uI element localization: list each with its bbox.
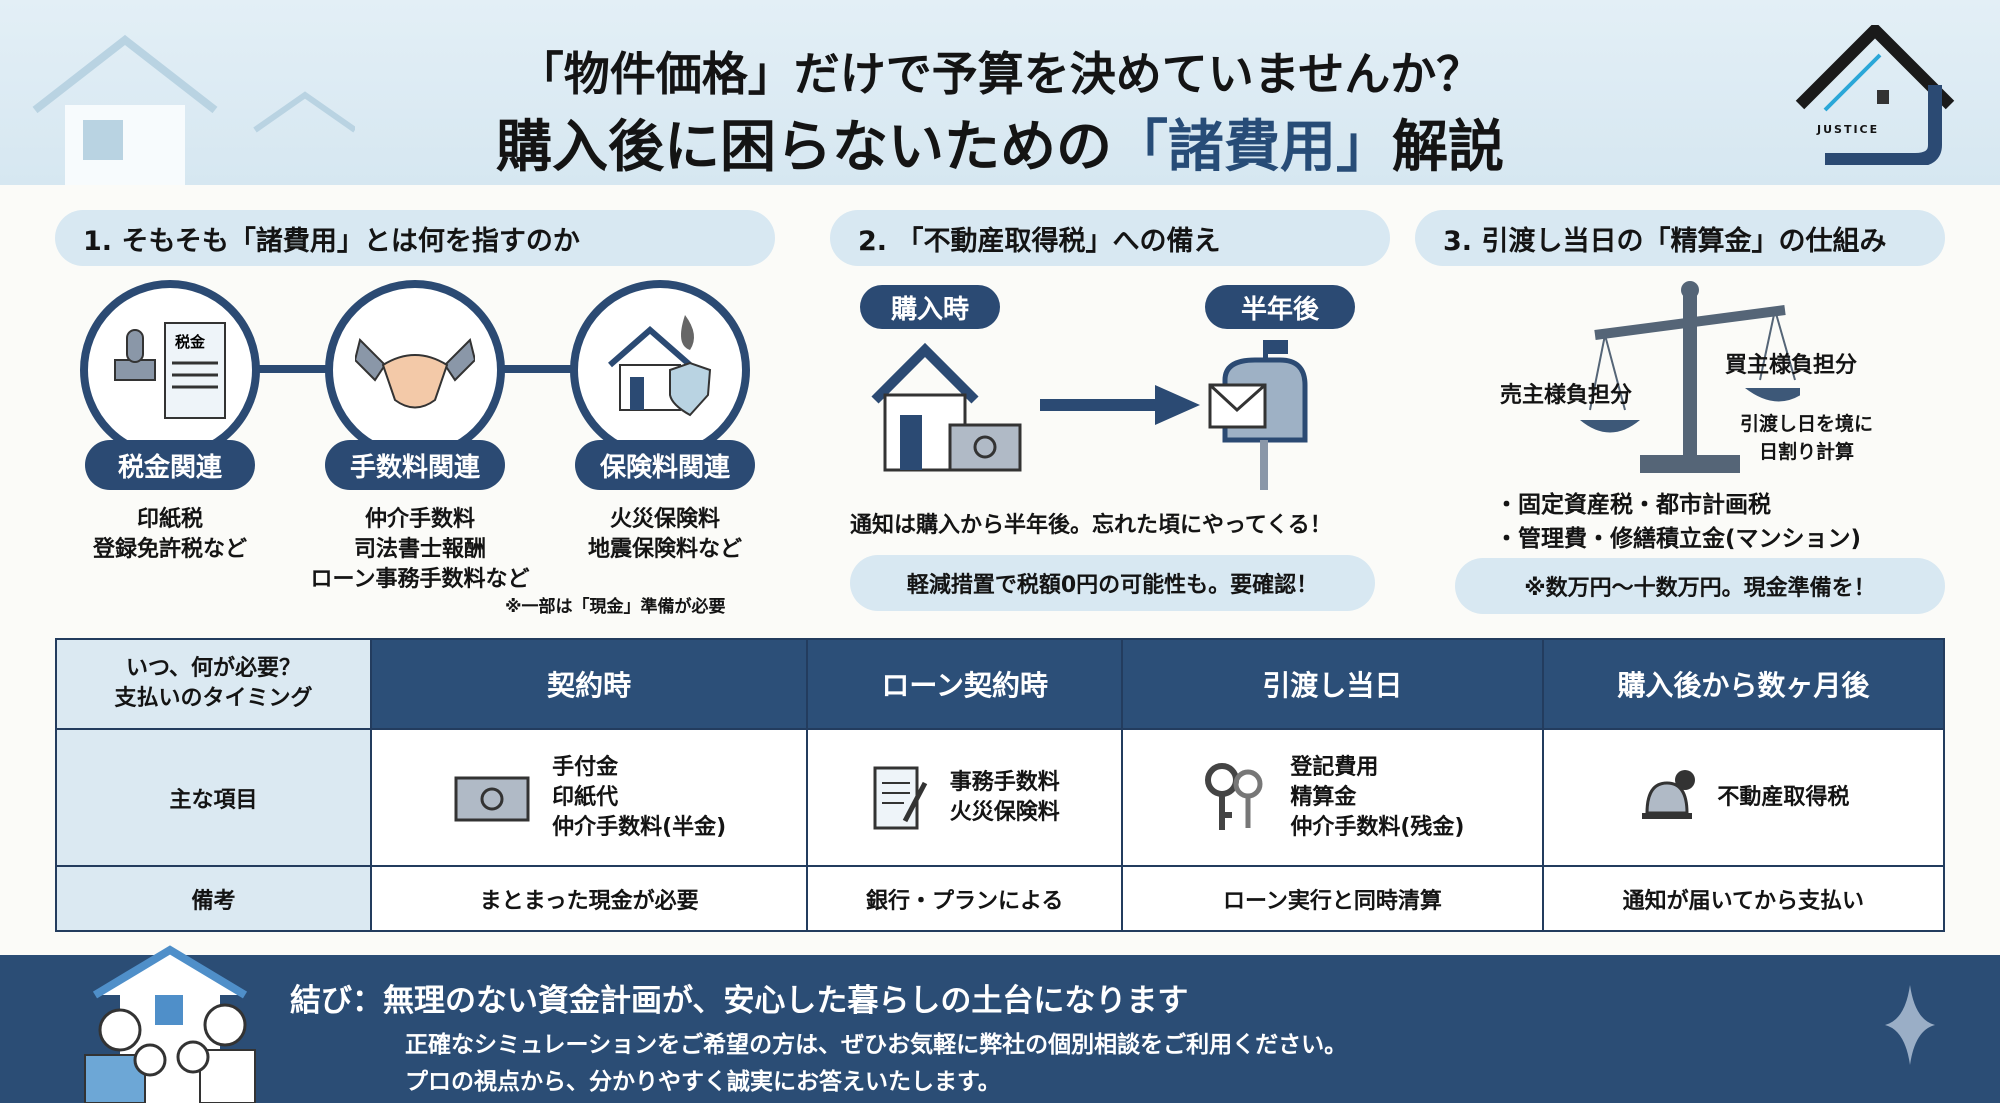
category-badge: 保険料関連: [575, 440, 755, 490]
table-cell: 登記費用精算金仲介手数料(残金): [1121, 728, 1544, 867]
closing-body-2: プロの視点から、分かりやすく誠実にお答えいたします。: [405, 1069, 1001, 1095]
cash-note: ※一部は「現金」準備が必要: [505, 597, 726, 617]
house-money-icon: [871, 342, 1022, 472]
table-row: 備考 まとまった現金が必要 銀行・プランによる ローン実行と同時清算 通知が届い…: [55, 865, 1946, 932]
title-line-2: 購入後に困らないための「諸費用」解説: [0, 102, 2000, 183]
keys-icon: [1205, 763, 1263, 830]
section2-title: 2. 「不動産取得税」への備え: [830, 210, 1390, 266]
section3-title: 3. 引渡し当日の「精算金」の仕組み: [1415, 210, 1945, 266]
category-badge: 手数料関連: [325, 440, 505, 490]
cash-icon: [454, 776, 530, 822]
prorate-note: 引渡し日を境に日割り計算: [1740, 413, 1874, 463]
row-label: 主な項目: [55, 728, 372, 867]
section1-title: 1. そもそも「諸費用」とは何を指すのか: [55, 210, 775, 266]
document-pen-icon: [873, 766, 927, 829]
closing-headline: 結び：無理のない資金計画が、安心した暮らしの土台になります: [290, 983, 1189, 1019]
house-shield-fire-icon: [608, 315, 712, 417]
stamp-document-icon: 税金: [114, 322, 226, 419]
header-banner: [0, 0, 2000, 185]
title-line-1: 「物件価格」だけで予算を決めていませんか？: [517, 47, 1483, 101]
justice-logo: JUSTICE: [1795, 21, 1955, 167]
table-cell: ローン実行と同時清算: [1121, 865, 1544, 932]
tag-purchase: 購入時: [860, 285, 1000, 329]
category-badge: 税金関連: [85, 440, 255, 490]
corner-header: いつ、何が必要？支払いのタイミング: [55, 638, 372, 730]
table-header-row: いつ、何が必要？支払いのタイミング 契約時 ローン契約時 引渡し当日 購入後から…: [55, 638, 1946, 730]
arrow-right-icon: [1040, 385, 1200, 425]
category-items: 仲介手数料司法書士報酬ローン事務手数料など: [310, 507, 530, 592]
title-text: 解説: [1392, 115, 1504, 180]
footer-banner: [0, 955, 2000, 1103]
row-label: 備考: [55, 865, 372, 932]
house-illustration-icon: [32, 34, 355, 185]
balance-scale-icon: [1580, 281, 1800, 473]
settlement-bullets: ・固定資産税・都市計画税・管理費・修繕積立金(マンション): [1495, 492, 1862, 552]
tag-half-year: 半年後: [1205, 285, 1355, 329]
closing-body-1: 正確なシミュレーションをご希望の方は、ぜひお気軽に弊社の個別相談をご利用ください…: [405, 1032, 1348, 1058]
svg-text:税金: 税金: [175, 333, 206, 351]
payment-timing-table: いつ、何が必要？支払いのタイミング 契約時 ローン契約時 引渡し当日 購入後から…: [55, 638, 1946, 932]
column-header: 購入後から数ヶ月後: [1541, 638, 1946, 730]
title-text: 購入後に困らないための: [496, 115, 1112, 180]
column-header: 引渡し当日: [1121, 638, 1544, 730]
tip-box: 軽減措置で税額0円の可能性も。要確認！: [850, 555, 1375, 611]
column-header: 契約時: [369, 638, 809, 730]
logo-text: JUSTICE: [1817, 123, 1880, 136]
table-cell: 通知が届いてから支払い: [1541, 865, 1946, 932]
mailbox-icon: [1208, 340, 1308, 490]
table-cell: 事務手数料火災保険料: [806, 728, 1124, 867]
bell-alert-icon: [1642, 769, 1696, 819]
category-items: 火災保険料地震保険料など: [587, 507, 742, 562]
table-cell: まとまった現金が必要: [369, 865, 809, 932]
title-highlight: 「諸費用」: [1112, 115, 1392, 180]
insurance-circle: [570, 280, 750, 460]
table-cell: 手付金印紙代仲介手数料(半金): [369, 728, 809, 867]
table-cell: 銀行・プランによる: [806, 865, 1124, 932]
category-items: 印紙税登録免許税など: [92, 507, 247, 562]
seller-share-label: 売主様負担分: [1500, 383, 1633, 408]
column-header: ローン契約時: [806, 638, 1124, 730]
tax-circle: 税金: [80, 280, 260, 460]
fee-circle: [325, 280, 505, 460]
tip-box: ※数万円〜十数万円。現金準備を！: [1455, 558, 1945, 614]
sparkle-icon: [1885, 985, 1935, 1065]
notice-text: 通知は購入から半年後。忘れた頃にやってくる！: [850, 513, 1332, 538]
handshake-icon: [355, 338, 475, 409]
table-row: 主な項目 手付金印紙代仲介手数料(半金) 事務手数料火災保険料 登記費用精算金仲…: [55, 728, 1946, 867]
buyer-share-label: 買主様負担分: [1725, 353, 1858, 378]
family-house-icon: [84, 945, 256, 1103]
table-cell: 不動産取得税: [1541, 728, 1946, 867]
